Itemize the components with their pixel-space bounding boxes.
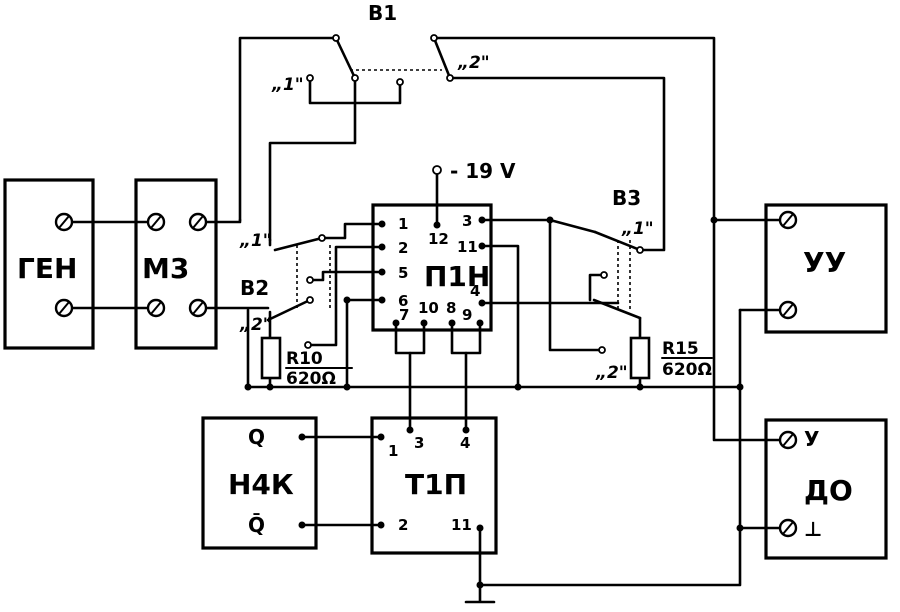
terminals — [54, 210, 798, 538]
supply-terminal — [432, 165, 442, 175]
m3-label: М3 — [142, 252, 189, 285]
m3-terminal-out-bottom — [188, 298, 208, 318]
p1n-pin-2: 2 — [398, 239, 408, 257]
switch-b3 — [592, 230, 644, 354]
gen-terminal-bottom — [54, 298, 74, 318]
b3-pos2-label: „2" — [595, 363, 628, 383]
p1n-block — [371, 203, 493, 332]
switch-b1 — [306, 34, 454, 86]
do-pin-ground: ⊥ — [804, 517, 822, 541]
n4k-pin-q: Q — [248, 425, 265, 449]
wires — [66, 36, 788, 604]
r15-name: R15 — [662, 339, 699, 359]
b3-label: B3 — [612, 186, 641, 210]
t1p-pin-3: 3 — [414, 434, 424, 452]
b3-pos1-label: „1" — [621, 219, 654, 239]
p1n-pin-11: 11 — [457, 238, 478, 256]
supply-label: - 19 V — [450, 159, 516, 183]
m3-terminal-in-top — [146, 212, 166, 232]
uu-label: УУ — [803, 246, 846, 279]
t1p-block — [370, 416, 498, 555]
m3-terminal-in-bottom — [146, 298, 166, 318]
p1n-pin-7: 7 — [399, 306, 409, 324]
t1p-label: Т1П — [405, 468, 467, 501]
p1n-pin-8: 8 — [446, 299, 456, 317]
p1n-pin-6: 6 — [398, 292, 408, 310]
do-terminal-y — [778, 430, 798, 450]
p1n-pin-10: 10 — [418, 299, 439, 317]
t1p-pin-4: 4 — [460, 434, 470, 452]
m3-terminal-out-top — [188, 212, 208, 232]
p1n-pin-4: 4 — [470, 282, 480, 300]
b1-pos1-label: „1" — [271, 75, 304, 95]
gen-block — [3, 178, 95, 350]
b2-pos2-label: „2" — [239, 315, 272, 335]
n4k-label: Н4К — [228, 468, 294, 501]
do-label: ДО — [804, 474, 853, 507]
uu-block — [764, 203, 888, 334]
switch-b2 — [266, 234, 331, 349]
n4k-block — [201, 416, 318, 550]
gen-label: ГЕН — [17, 252, 77, 285]
r10-name: R10 — [286, 349, 323, 369]
do-block — [764, 418, 888, 560]
resistor-r15 — [629, 336, 651, 380]
p1n-pin-1: 1 — [398, 215, 408, 233]
p1n-label: П1Н — [424, 260, 490, 293]
n4k-pin-qbar: Q̄ — [248, 513, 265, 537]
b2-pos1-label: „1" — [239, 231, 272, 251]
b1-label: B1 — [368, 1, 397, 25]
t1p-pin-1: 1 — [388, 442, 398, 460]
r15-value: 620Ω — [662, 360, 712, 380]
m3-block — [134, 178, 218, 350]
p1n-pin-5: 5 — [398, 264, 408, 282]
gen-terminal-top — [54, 212, 74, 232]
do-pin-y: У — [804, 427, 819, 451]
p1n-pin-12: 12 — [428, 230, 449, 248]
p1n-pin-9: 9 — [462, 306, 472, 324]
b1-pos2-label: „2" — [457, 53, 490, 73]
r10-value: 620Ω — [286, 369, 336, 389]
do-terminal-ground — [778, 518, 798, 538]
t1p-pin-2: 2 — [398, 516, 408, 534]
resistor-r10 — [260, 336, 282, 380]
p1n-pin-3: 3 — [462, 212, 472, 230]
t1p-pin-11: 11 — [451, 516, 472, 534]
uu-terminal-bottom — [778, 300, 798, 320]
b2-label: B2 — [240, 276, 269, 300]
uu-terminal-top — [778, 210, 798, 230]
junction-dots — [244, 216, 744, 589]
